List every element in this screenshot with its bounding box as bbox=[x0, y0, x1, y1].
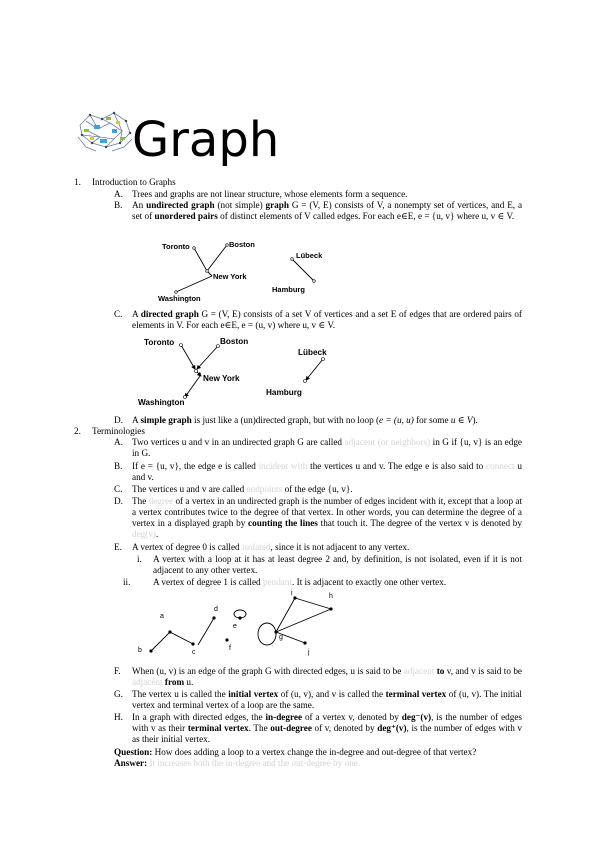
item-paragraph: A directed graph G = (V, E) consists of … bbox=[132, 309, 522, 330]
page-title: Graph bbox=[132, 112, 280, 168]
vertex-label-boston: Boston bbox=[229, 240, 255, 249]
vertex-label-newyork: New York bbox=[203, 374, 240, 383]
vertex bbox=[174, 290, 178, 294]
vertex bbox=[238, 616, 242, 620]
item-letter: C. bbox=[114, 484, 123, 494]
vertex bbox=[290, 257, 294, 261]
vertex-label-lubeck: Lübeck bbox=[298, 348, 327, 357]
vertex-label-washington: Washington bbox=[138, 398, 185, 407]
item-letter: G. bbox=[114, 689, 123, 699]
edge bbox=[150, 631, 171, 652]
item-letter: B. bbox=[114, 200, 123, 210]
vertex-label-f: f bbox=[229, 645, 231, 652]
item-paragraph: The vertex u is called the initial verte… bbox=[132, 689, 522, 710]
item-paragraph: If e = {u, v}, the edge e is called inci… bbox=[132, 461, 523, 482]
edge bbox=[175, 275, 213, 293]
edge bbox=[275, 597, 296, 633]
vertex bbox=[225, 243, 229, 247]
item-letter: A. bbox=[114, 437, 123, 447]
vertex bbox=[192, 246, 196, 250]
vertex bbox=[225, 638, 229, 642]
edge bbox=[206, 244, 228, 272]
vertex bbox=[149, 649, 153, 653]
subitem-number: i. bbox=[137, 554, 142, 564]
vertex bbox=[303, 641, 307, 645]
question-line: Question: How does adding a loop to a ve… bbox=[114, 747, 477, 757]
vertex-label-hamburg: Hamburg bbox=[272, 285, 305, 294]
item-paragraph: In a graph with directed edges, the in-d… bbox=[132, 712, 523, 744]
vertex bbox=[321, 357, 325, 361]
item-paragraph: The degree of a vertex in an undirected … bbox=[132, 496, 522, 539]
item-letter: C. bbox=[114, 309, 123, 319]
edge bbox=[196, 345, 219, 370]
item-letter: D. bbox=[114, 415, 123, 425]
vertex bbox=[191, 642, 195, 646]
vertex-label-d: d bbox=[214, 606, 218, 613]
vertex-label-b: b bbox=[138, 647, 142, 654]
item-paragraph: An undirected graph (not simple) graph G… bbox=[132, 200, 523, 221]
edge bbox=[291, 258, 315, 282]
vertex-label-a: a bbox=[160, 613, 164, 620]
vertex bbox=[293, 596, 297, 600]
vertex-label-h: h bbox=[329, 593, 333, 600]
section-heading: Introduction to Graphs bbox=[92, 177, 176, 187]
vertex bbox=[183, 395, 187, 399]
vertex bbox=[194, 369, 198, 373]
item-letter: F. bbox=[114, 666, 121, 676]
vertex-label-toronto: Toronto bbox=[162, 242, 190, 251]
logo-graph-image bbox=[76, 107, 134, 153]
item-letter: A. bbox=[114, 189, 123, 199]
item-text: The vertices u and v are called endpoint… bbox=[132, 484, 353, 494]
item-text: Trees and graphs are not linear structur… bbox=[132, 189, 408, 199]
vertex-label-newyork: New York bbox=[213, 272, 247, 281]
item-paragraph: Two vertices u and v in an undirected gr… bbox=[132, 437, 523, 458]
vertex-label-c: c bbox=[192, 649, 196, 656]
item-letter: B. bbox=[114, 461, 123, 471]
vertex bbox=[329, 607, 333, 611]
edge bbox=[180, 344, 196, 370]
edge bbox=[184, 375, 201, 398]
section-number: 1. bbox=[74, 177, 81, 187]
vertex-label-i: i bbox=[291, 590, 293, 597]
subitem-text: A vertex of degree 1 is called pendant. … bbox=[153, 577, 447, 587]
vertex bbox=[168, 630, 172, 634]
edge bbox=[169, 631, 194, 645]
section-number: 2. bbox=[74, 426, 81, 436]
vertex bbox=[303, 379, 307, 383]
degree-example-figure: a b c d e f g h i j bbox=[138, 590, 333, 656]
item-letter: E. bbox=[114, 542, 122, 552]
vertex bbox=[274, 630, 278, 634]
edge bbox=[305, 358, 324, 381]
section-heading: Terminologies bbox=[92, 426, 145, 436]
vertex bbox=[216, 344, 220, 348]
vertex bbox=[179, 343, 183, 347]
item-letter: H. bbox=[114, 712, 123, 722]
vertex-label-washington: Washington bbox=[158, 294, 201, 303]
edge bbox=[275, 631, 306, 644]
edge bbox=[294, 597, 332, 610]
directed-graph-figure: Toronto Boston New York Washington Lübec… bbox=[138, 337, 327, 407]
vertex bbox=[205, 269, 209, 273]
vertex-label-e: e bbox=[233, 623, 237, 630]
item-letter: D. bbox=[114, 496, 123, 506]
item-text: A simple graph is just like a (un)direct… bbox=[132, 415, 478, 425]
vertex-label-toronto: Toronto bbox=[144, 338, 174, 347]
vertex-label-boston: Boston bbox=[220, 337, 248, 346]
vertex-label-j: j bbox=[307, 649, 310, 656]
loop-edge bbox=[257, 622, 277, 646]
item-text: A vertex of degree 0 is called isolated,… bbox=[132, 542, 410, 552]
vertex bbox=[212, 616, 216, 620]
edge bbox=[197, 617, 215, 646]
subitem-paragraph: A vertex with a loop at it has at least … bbox=[153, 554, 522, 575]
vertex bbox=[312, 279, 316, 283]
item-paragraph: When (u, v) is an edge of the graph G wi… bbox=[132, 666, 522, 687]
subitem-number: ii. bbox=[123, 577, 131, 587]
vertex-label-lubeck: Lübeck bbox=[296, 251, 323, 260]
edge bbox=[193, 247, 208, 272]
undirected-graph-figure: Toronto Boston New York Washington Lübec… bbox=[158, 240, 323, 303]
answer-line: Answer: It increases both the in-degree … bbox=[114, 758, 361, 768]
edge bbox=[275, 608, 332, 633]
vertex-label-g: g bbox=[279, 634, 283, 641]
vertex-label-hamburg: Hamburg bbox=[266, 388, 302, 397]
